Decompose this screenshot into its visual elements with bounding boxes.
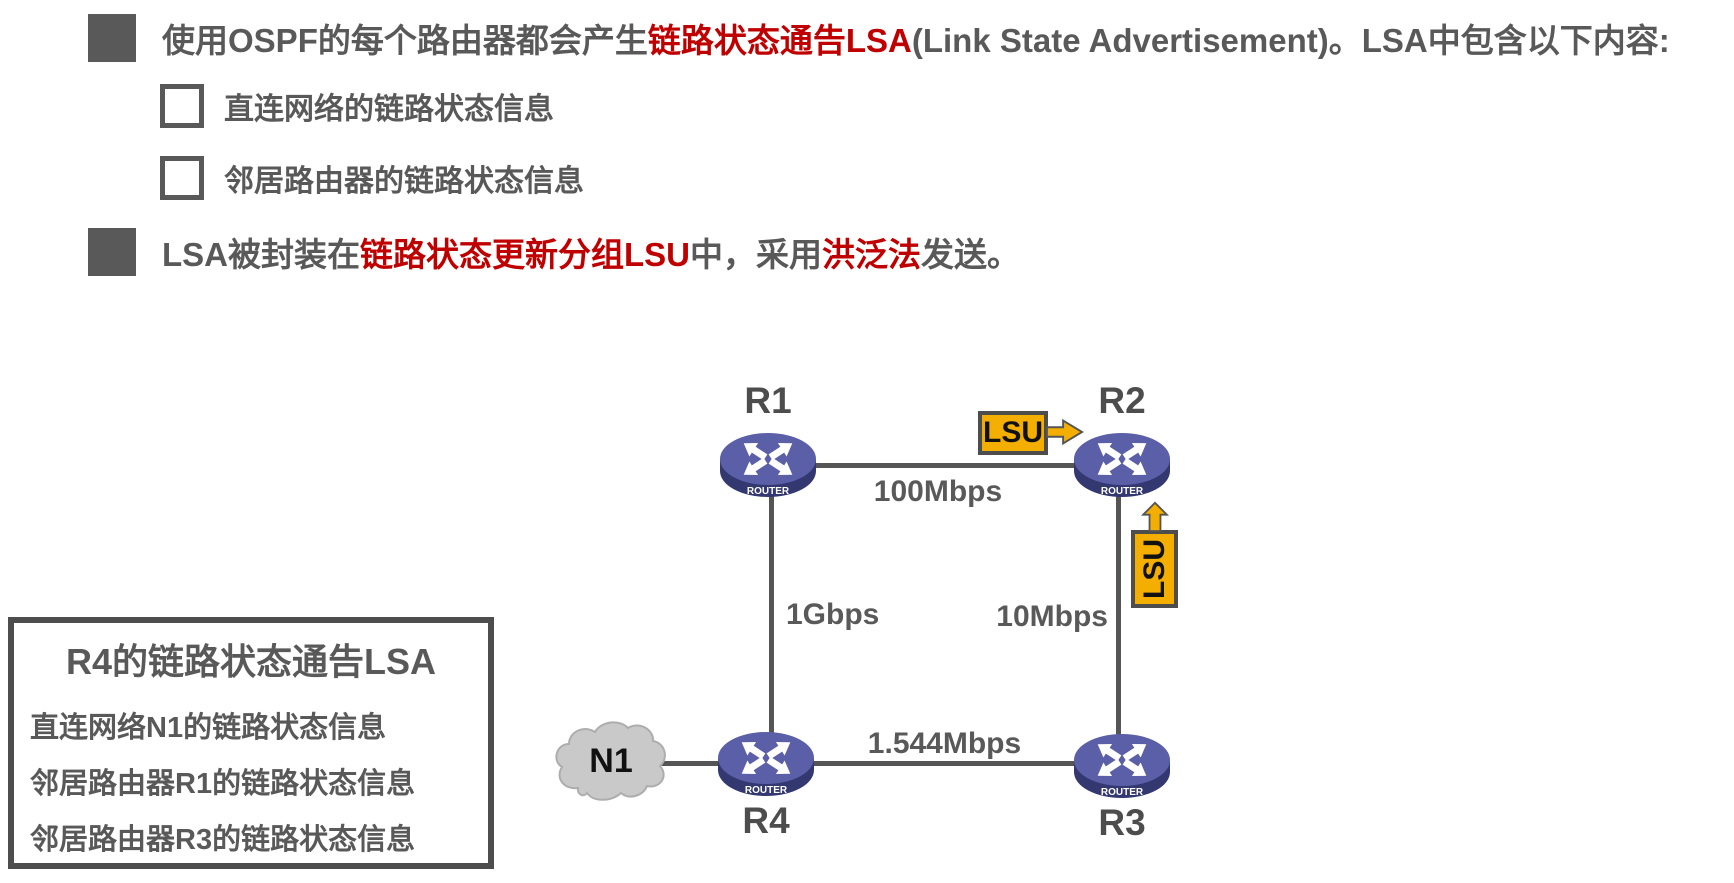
router-caption: ROUTER — [1101, 486, 1144, 497]
router-label-r2: R2 — [1098, 380, 1146, 421]
lsu-badge-text: LSU — [983, 416, 1043, 449]
router-icon-r4: ROUTER — [718, 732, 814, 796]
lsa-info-line: 邻居路由器R1的链路状态信息 — [30, 768, 416, 800]
checkbox-square-icon — [160, 156, 204, 200]
bullet-row-1: 使用OSPF的每个路由器都会产生链路状态通告LSA(Link State Adv… — [88, 8, 1670, 68]
sub-bullet-row-2: 邻居路由器的链路状态信息 — [160, 150, 584, 206]
lsa-info-line: 直连网络N1的链路状态信息 — [30, 712, 387, 744]
text-segment: 发送。 — [921, 236, 1020, 273]
bullet-square-icon — [88, 228, 136, 276]
bullet-text: 使用OSPF的每个路由器都会产生链路状态通告LSA(Link State Adv… — [162, 14, 1670, 62]
bullet-square-icon — [88, 14, 136, 62]
router-caption: ROUTER — [745, 785, 788, 796]
text-segment: 使用OSPF的每个路由器都会产生 — [162, 22, 648, 59]
text-segment: (Link State Advertisement)。LSA中包含以下内容: — [911, 22, 1670, 59]
sub-bullet-text: 直连网络的链路状态信息 — [224, 93, 554, 126]
text-segment: 中，采用 — [690, 236, 822, 273]
lsu-badge-horizontal: LSU — [978, 411, 1048, 455]
link-speed-label: 1Gbps — [786, 598, 880, 631]
link-line-r1-r4 — [769, 490, 774, 735]
router-label-r3: R3 — [1098, 802, 1146, 843]
link-speed-label: 100Mbps — [873, 475, 1003, 508]
link-line-r2-r3 — [1116, 490, 1121, 735]
router-icon-r3: ROUTER — [1074, 734, 1170, 798]
text-segment-red: 洪泛法 — [822, 236, 921, 273]
lsu-badge-text: LSU — [1137, 539, 1171, 599]
router-label-r1: R1 — [744, 380, 792, 421]
router-label-r4: R4 — [742, 800, 790, 841]
checkbox-square-icon — [160, 84, 204, 128]
lsu-badge-vertical: LSU — [1131, 530, 1178, 608]
text-segment-red: 链路状态更新分组LSU — [360, 236, 690, 273]
lsa-info-box: R4的链路状态通告LSA 直连网络N1的链路状态信息 邻居路由器R1的链路状态信… — [8, 617, 494, 869]
bullet-text: LSA被封装在链路状态更新分组LSU中，采用洪泛法发送。 — [162, 228, 1020, 276]
cloud-label: N1 — [589, 742, 633, 780]
router-icon-r2: ROUTER — [1074, 433, 1170, 497]
lsu-arrow-right-icon — [1046, 418, 1084, 446]
link-speed-label: 10Mbps — [996, 600, 1108, 633]
router-caption: ROUTER — [747, 486, 790, 497]
link-line-r4-r3 — [805, 761, 1080, 766]
router-icon-r1: ROUTER — [720, 433, 816, 497]
lsu-arrow-up-icon — [1140, 501, 1170, 532]
link-line-n1-r4 — [650, 761, 730, 766]
link-line-r1-r2 — [810, 463, 1080, 468]
text-segment: LSA被封装在 — [162, 236, 360, 273]
bullet-row-2: LSA被封装在链路状态更新分组LSU中，采用洪泛法发送。 — [88, 222, 1020, 282]
lsa-info-title: R4的链路状态通告LSA — [65, 641, 437, 682]
link-speed-label: 1.544Mbps — [867, 727, 1022, 760]
network-cloud-icon — [555, 721, 666, 801]
sub-bullet-text: 邻居路由器的链路状态信息 — [224, 165, 584, 198]
sub-bullet-row-1: 直连网络的链路状态信息 — [160, 78, 554, 134]
lsa-info-line: 邻居路由器R3的链路状态信息 — [30, 824, 416, 856]
text-segment-red: 链路状态通告LSA — [647, 22, 912, 59]
router-caption: ROUTER — [1101, 787, 1144, 798]
